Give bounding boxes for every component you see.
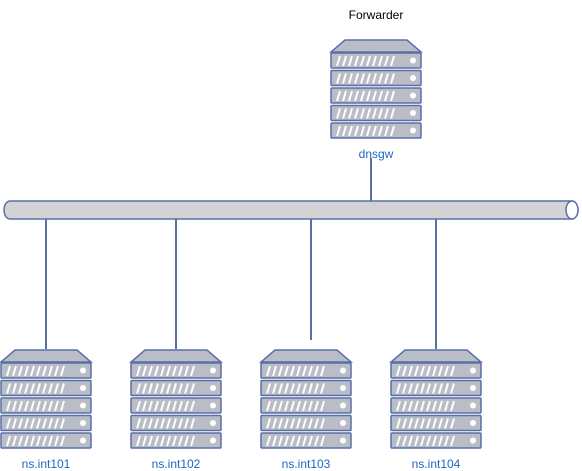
- server-icon-ns-int101[interactable]: [1, 350, 91, 448]
- diagram-title: Forwarder: [349, 8, 404, 22]
- server-icon-ns-int103[interactable]: [261, 350, 351, 448]
- server-label-ns-int104: ns.int104: [412, 457, 461, 471]
- server-label-ns-int101: ns.int101: [22, 457, 71, 471]
- server-label-ns-int102: ns.int102: [152, 457, 201, 471]
- server-icon-ns-int104[interactable]: [391, 350, 481, 448]
- forwarder-server-icon[interactable]: [331, 40, 421, 138]
- network-links: [45, 158, 437, 349]
- server-label-ns-int103: ns.int103: [282, 457, 331, 471]
- server-icon-ns-int102[interactable]: [131, 350, 221, 448]
- network-bus: [3, 200, 579, 220]
- forwarder-label: dnsgw: [359, 147, 394, 161]
